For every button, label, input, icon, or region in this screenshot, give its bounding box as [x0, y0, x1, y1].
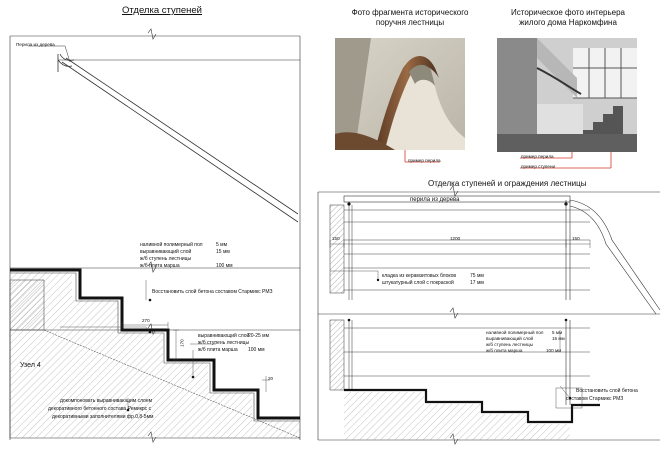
wall-value-0: 75 мм: [470, 273, 484, 279]
right-railing-label: перила из дерева: [410, 197, 460, 203]
dim-1200: 1200: [450, 236, 461, 241]
bottom-note-1: декоративного бетонного состава Ремикрс …: [48, 406, 152, 412]
photo2-caption: Историческое фото интерьера жилого дома …: [498, 8, 638, 28]
photo2-caption-line1: Историческое фото интерьера: [511, 8, 625, 17]
layer-2-2: ж/б плита марша: [198, 347, 238, 353]
right-layer-v0: 5 мм: [552, 330, 563, 335]
photo-handrail-image: [335, 38, 465, 150]
layer-1-0: наливной полимерный пол: [140, 242, 203, 248]
right-layer-2: ж/б ступень лестницы: [486, 342, 533, 347]
photo1-caption-line1: Фото фрагмента исторического: [351, 8, 469, 17]
right-stair-mass: [344, 392, 570, 440]
right-layer-v1: 15 мм: [552, 336, 565, 341]
right-restore-1: составом Стармикс РМЗ: [566, 396, 624, 402]
dim-150a: 150: [332, 236, 340, 241]
layer-1-3: ж/б плита марша: [140, 263, 180, 269]
left-railing: [57, 53, 299, 223]
photo1-caption-line2: поручня лестницы: [375, 18, 445, 27]
photo1-label: пример перила: [408, 158, 441, 163]
left-stair-mass: [10, 272, 300, 438]
right-layer-v3: 100 мм: [546, 348, 562, 353]
right-layer-0: наливной полимерный пол: [486, 330, 544, 335]
photo-interior: [497, 38, 637, 152]
right-restore-0: Восстановить слой бетона: [576, 388, 638, 394]
left-steps-finish: [10, 268, 300, 420]
photo-interior-image: [497, 38, 637, 152]
layer-1-v1: 15 мм: [216, 249, 230, 255]
layer-1-v0: 5 мм: [216, 242, 228, 248]
photo2-label-step: пример ступени: [521, 164, 556, 169]
layer-1-v3: 100 мм: [216, 263, 233, 269]
dim-20: 20: [268, 376, 274, 381]
wall-layer-0: кладка из керамзитовых блоков: [382, 273, 457, 279]
photo-handrail: [335, 38, 465, 150]
left-title: Отделка ступеней: [122, 5, 202, 16]
photo1-caption: Фото фрагмента исторического поручня лес…: [340, 8, 480, 28]
photo2-label-railing: пример перила: [521, 154, 554, 159]
bottom-note-0: докомпоновать выравнивающим слоем: [60, 398, 153, 404]
layer-2-0: выравнивающий слой: [198, 333, 250, 339]
layer-2-v0: 20-25 мм: [248, 333, 270, 339]
layer-2-v2: 100 мм: [248, 347, 265, 353]
wall-layer-1: штукатурный слой с покраской: [382, 280, 454, 286]
dim-270: 270: [142, 318, 150, 323]
right-title: Отделка ступеней и ограждения лестницы: [428, 179, 587, 188]
dim-lines-right: [329, 240, 591, 399]
layer-1-2: ж/б ступень лестницы: [140, 256, 192, 262]
wall-value-1: 17 мм: [470, 280, 484, 286]
bottom-note-2: декоративными заполнителями фр.0,8-5мм: [52, 414, 154, 420]
layer-2-1: ж/б ступень лестницы: [198, 340, 250, 346]
node-label: Узел 4: [20, 362, 41, 369]
layer-1-1: выравнивающий слой: [140, 249, 192, 255]
dim-lines-left: [60, 280, 270, 392]
right-rail-lines: [344, 209, 590, 377]
left-railing-label: Перила из дерева: [16, 42, 55, 47]
right-layer-3: ж/б плита марша: [486, 348, 523, 353]
photo2-caption-line2: жилого дома Наркомфина: [519, 18, 617, 27]
dim-170: 170: [179, 339, 185, 348]
left-restore-note: Восстановить слой бетона составом Старми…: [152, 289, 273, 295]
right-layer-1: выравнивающий слой: [486, 336, 534, 341]
dim-150b: 150: [572, 236, 580, 241]
